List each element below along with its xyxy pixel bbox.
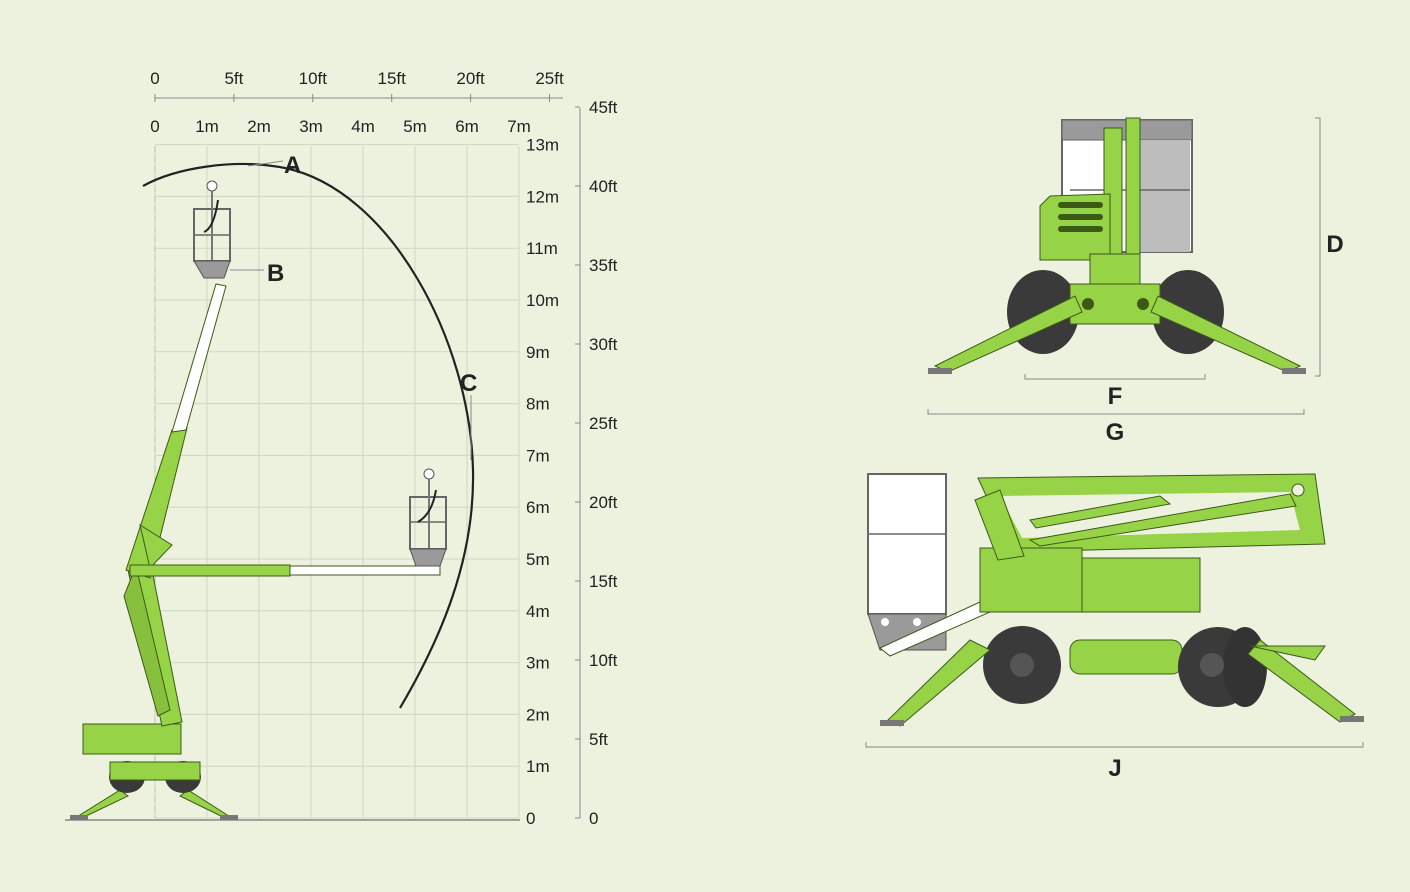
boom-horizontal <box>129 564 291 577</box>
m-label-top: 2m <box>247 117 271 136</box>
m-label-right: 8m <box>526 395 550 414</box>
ft-label-right: 5ft <box>589 730 608 749</box>
m-label-right: 3m <box>526 654 550 673</box>
basket-lower <box>409 468 447 567</box>
m-label-right: 0 <box>526 809 535 828</box>
ft-label-right: 20ft <box>589 493 618 512</box>
side-view: J <box>865 473 1364 782</box>
m-label-right: 4m <box>526 602 550 621</box>
m-label-top: 1m <box>195 117 219 136</box>
ft-label-top: 5ft <box>224 69 243 88</box>
ft-label-right: 0 <box>589 809 598 828</box>
dim-g-line <box>927 409 1305 415</box>
ft-label-top: 15ft <box>378 69 407 88</box>
m-label-top: 7m <box>507 117 531 136</box>
working-envelope-curve <box>142 163 475 709</box>
ft-axis-right: 0 5ft 10ft 15ft 20ft 25ft 30ft 35ft 40ft 45ft <box>575 98 618 828</box>
ft-label-top: 25ft <box>535 69 564 88</box>
ft-label-right: 25ft <box>589 414 618 433</box>
dim-j-line <box>865 742 1364 748</box>
ft-label-right: 30ft <box>589 335 618 354</box>
m-label-top: 4m <box>351 117 375 136</box>
m-label-top: 5m <box>403 117 427 136</box>
dim-label-j: J <box>1108 755 1121 782</box>
ft-label-top: 0 <box>150 69 159 88</box>
m-axis-right: 0 1m 2m 3m 4m 5m 6m 7m 8m 9m 10m 11m 12m 13m <box>526 136 559 828</box>
label-b: B <box>267 260 284 287</box>
m-label-right: 2m <box>526 705 550 724</box>
ft-label-top: 10ft <box>299 69 328 88</box>
platform-machine-side <box>70 180 447 820</box>
dim-label-d: D <box>1326 231 1343 258</box>
m-label-right: 11m <box>526 239 558 258</box>
m-label-right: 1m <box>526 757 550 776</box>
m-label-right: 12m <box>526 187 559 206</box>
m-label-top: 0 <box>150 117 159 136</box>
dim-d-line <box>1315 117 1321 377</box>
grid <box>154 144 520 819</box>
ft-label-right: 35ft <box>589 256 618 275</box>
chassis <box>82 723 182 755</box>
ft-axis-top: 0 5ft 10ft 15ft 20ft 25ft <box>150 69 564 102</box>
ft-label-right: 45ft <box>589 98 618 117</box>
m-label-right: 13m <box>526 136 559 155</box>
m-axis-top: 0 1m 2m 3m 4m 5m 6m 7m <box>150 117 531 136</box>
ft-label-right: 40ft <box>589 177 618 196</box>
leader-a <box>247 160 284 167</box>
ft-label-right: 10ft <box>589 651 618 670</box>
m-label-top: 3m <box>299 117 323 136</box>
dim-f-line <box>1024 374 1206 380</box>
m-label-right: 6m <box>526 498 550 517</box>
front-view: D F G <box>927 117 1344 446</box>
label-a: A <box>284 152 301 179</box>
m-label-right: 7m <box>526 446 550 465</box>
m-label-right: 9m <box>526 343 550 362</box>
ft-label-top: 20ft <box>456 69 485 88</box>
m-label-top: 6m <box>455 117 479 136</box>
m-label-right: 5m <box>526 550 550 569</box>
working-range-diagram: 0 5ft 10ft 15ft 20ft 25ft 0 1m 2m 3m 4m 5m 6m 7m 0 5f… <box>65 69 618 828</box>
m-label-right: 10m <box>526 291 559 310</box>
dim-label-g: G <box>1106 419 1125 446</box>
label-c: C <box>460 370 477 397</box>
dim-label-f: F <box>1108 383 1123 410</box>
basket-upper <box>193 180 231 279</box>
ft-label-right: 15ft <box>589 572 618 591</box>
